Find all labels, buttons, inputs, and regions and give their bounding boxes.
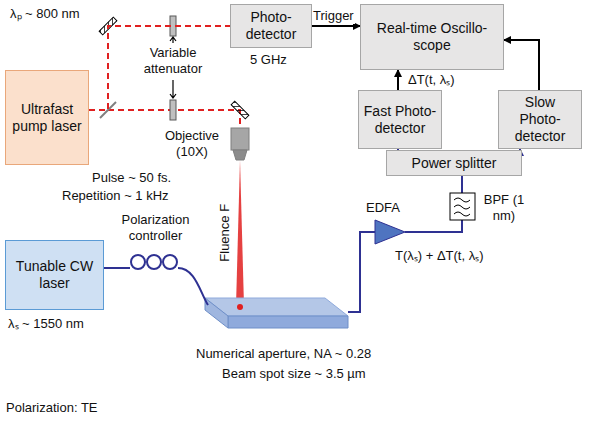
edge-label: Trigger	[312, 8, 355, 24]
drawing-part	[147, 255, 161, 269]
annotation-label: λₛ ~ 1550 nm	[8, 316, 84, 332]
box-label: Tunable CW laser	[10, 258, 99, 292]
annotation-label: Polarization: TE	[6, 400, 98, 416]
annotation-label: ΔT(t, λₛ)	[408, 72, 455, 88]
box-label: Photo-detector	[235, 9, 307, 43]
drawing-part	[231, 128, 249, 150]
drawing-part	[170, 37, 176, 43]
bandpass-filter	[450, 193, 475, 220]
annotation-label: Variable attenuator	[133, 45, 213, 76]
annotation-label: Numerical aperture, NA ~ 0.28	[196, 346, 371, 362]
oscilloscope-box: Real-time Oscillo-scope	[360, 4, 504, 70]
annotation-label: Polarization controller	[108, 212, 203, 243]
detector-box: Slow Photo-detector	[498, 90, 582, 149]
drawing-part	[461, 176, 463, 193]
drawing-part	[170, 80, 176, 98]
text-group: Slow Photo-detector	[499, 94, 581, 144]
annotation-label: Beam spot size ~ 3.5 µm	[222, 366, 366, 382]
drawing-part	[163, 255, 177, 269]
drawing-part	[348, 232, 375, 312]
drawing-part	[228, 316, 348, 328]
drawing-part	[205, 298, 348, 316]
text-group: Photo-detector	[231, 9, 311, 43]
drawing-part	[170, 100, 176, 120]
connector	[504, 40, 539, 90]
drawing-part	[405, 220, 462, 232]
annotation-label: 5 GHz	[250, 52, 287, 68]
text-group: Power splitter	[408, 155, 501, 172]
drawing-part	[178, 268, 208, 305]
drawing-part	[450, 193, 475, 220]
detector-box: Photo-detector	[230, 4, 312, 48]
waveguide-chip	[205, 298, 348, 328]
drawing-part	[131, 255, 145, 269]
drawing-part	[205, 298, 228, 328]
annotation-label: Objective (10X)	[156, 128, 228, 159]
annotation-label: T(λₛ) + ΔT(t, λₛ)	[395, 248, 484, 264]
amplifier-triangle	[375, 220, 405, 244]
box-label: Power splitter	[412, 155, 497, 172]
cw-laser-box: Tunable CW laser	[5, 240, 104, 310]
annotation-label: BPF (1 nm)	[480, 192, 528, 223]
box-label: Ultrafast pump laser	[10, 101, 84, 135]
annotation-label: Pulse ~ 50 fs.	[92, 170, 171, 186]
box-label: Fast Photo-detector	[363, 103, 437, 137]
objective-lens	[231, 128, 249, 160]
drawing-part	[231, 101, 249, 119]
drawing-part	[100, 267, 130, 269]
focused-beam	[236, 160, 244, 306]
annotation-label: Fluence F	[217, 198, 233, 268]
connector	[397, 70, 399, 90]
connector	[89, 26, 230, 110]
pump-laser-box: Ultrafast pump laser	[5, 70, 89, 165]
annotation-label: λₚ ~ 800 nm	[10, 6, 80, 22]
text-group: Fast Photo-detector	[359, 103, 441, 137]
text-group: Tunable CW laser	[6, 258, 103, 292]
detector-box: Fast Photo-detector	[358, 90, 442, 149]
box-label: Slow Photo-detector	[503, 94, 577, 144]
text-group: Ultrafast pump laser	[6, 101, 88, 135]
box-label: Real-time Oscillo-scope	[365, 20, 499, 54]
annotation-label: Repetition ~ 1 kHz	[62, 188, 169, 204]
annotation-label: EDFA	[366, 200, 400, 216]
text-group: Real-time Oscillo-scope	[361, 20, 503, 54]
splitter-box: Power splitter	[386, 150, 522, 176]
drawing-part	[454, 198, 470, 216]
drawing-part	[233, 150, 247, 160]
drawing-part	[237, 304, 243, 310]
connector	[312, 25, 360, 27]
